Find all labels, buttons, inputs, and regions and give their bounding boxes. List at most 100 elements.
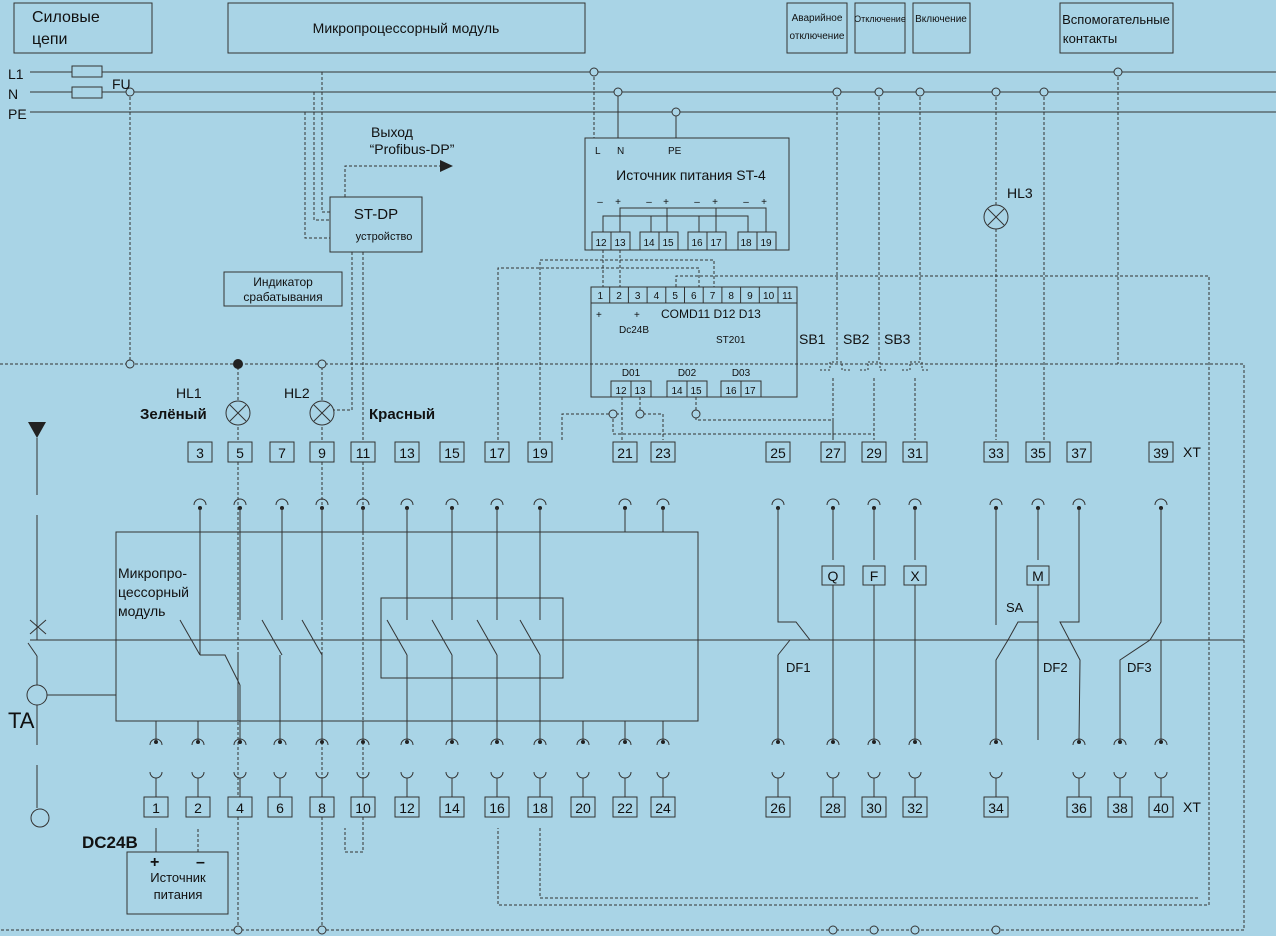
top-terminal-29: 29 xyxy=(866,445,882,461)
module-switch-blade xyxy=(386,619,408,656)
bottom-terminal-32: 32 xyxy=(907,800,923,816)
psu-polarity-0: – xyxy=(597,197,603,208)
bottom-terminal-1: 1 xyxy=(152,800,160,816)
sb3-label: SB3 xyxy=(884,331,911,347)
top-terminal-connector xyxy=(618,498,632,506)
bottom-terminal-connector-bottom xyxy=(233,771,247,779)
top-terminal-box xyxy=(902,441,928,463)
stdp-subtitle: устройство xyxy=(356,231,413,243)
fuse-l1 xyxy=(71,65,103,78)
bottom-terminal-connector-bottom xyxy=(989,771,1003,779)
emergency-header-box xyxy=(786,2,848,54)
stdp-box xyxy=(329,196,423,253)
power-circuits-label-1: Силовые xyxy=(32,9,100,26)
top-terminal-connector xyxy=(490,498,504,506)
top-terminal-connector xyxy=(275,498,289,506)
bottom-terminal-connector-bottom xyxy=(445,771,459,779)
coil-x: X xyxy=(910,568,920,584)
top-terminal-21: 21 xyxy=(617,445,633,461)
stdp-name: ST-DP xyxy=(354,206,398,223)
power-circuits-box xyxy=(13,2,153,54)
aux-label-1: Вспомогательные xyxy=(1062,12,1170,27)
mcu-inner-label-1: Микропро- xyxy=(118,565,187,581)
bottom-terminal-40: 40 xyxy=(1153,800,1169,816)
on-label: Включение xyxy=(915,14,967,25)
st201-out-terminal-16: 16 xyxy=(725,386,737,397)
top-terminal-connector xyxy=(193,498,207,506)
st201-terminal-strip xyxy=(590,286,798,304)
psu-terminal-16: 16 xyxy=(691,238,703,249)
bottom-terminal-6: 6 xyxy=(276,800,284,816)
hl2-label: HL2 xyxy=(284,385,310,401)
st201-out-d02: D02 xyxy=(678,368,697,379)
top-terminal-37: 37 xyxy=(1071,445,1087,461)
top-terminal-box xyxy=(820,441,846,463)
st201-out-terminal-17: 17 xyxy=(744,386,756,397)
top-terminal-connector xyxy=(400,498,414,506)
df1-blade xyxy=(777,639,791,656)
top-terminal-connector xyxy=(356,498,370,506)
bottom-terminal-pin xyxy=(913,740,917,744)
off-label: Отключение xyxy=(854,14,906,24)
on-header-box xyxy=(912,2,971,54)
st201-out-terminal-15: 15 xyxy=(690,386,702,397)
top-terminal-35: 35 xyxy=(1030,445,1046,461)
psu-terminal-19: 19 xyxy=(760,238,772,249)
psu-terminal-15: 15 xyxy=(662,238,674,249)
dc-psu-voltage: DC24B xyxy=(82,833,138,852)
bottom-terminal-pin xyxy=(238,740,242,744)
module-switch-blade xyxy=(200,654,241,686)
bottom-terminal-pin xyxy=(872,740,876,744)
off-header-box xyxy=(854,2,906,54)
bottom-terminal-connector-bottom xyxy=(867,771,881,779)
hl1-label: HL1 xyxy=(176,385,202,401)
indicator-label-2: срабатывания xyxy=(243,290,322,304)
st201-terminal-1: 1 xyxy=(598,291,604,302)
bottom-terminal-26: 26 xyxy=(770,800,786,816)
top-terminal-connector xyxy=(908,498,922,506)
xt-top-label: XT xyxy=(1183,444,1201,460)
bottom-terminal-connector-bottom xyxy=(533,771,547,779)
top-terminal-connector xyxy=(989,498,1003,506)
top-terminal-box xyxy=(612,441,638,463)
psu-polarity-7: + xyxy=(761,197,767,208)
bottom-terminal-connector-bottom xyxy=(400,771,414,779)
bottom-terminal-pin xyxy=(831,740,835,744)
top-terminal-connector xyxy=(771,498,785,506)
st201-out-terminal-13: 13 xyxy=(634,386,646,397)
sb1-label: SB1 xyxy=(799,331,826,347)
bottom-terminal-2: 2 xyxy=(194,800,202,816)
st201-terminal-9: 9 xyxy=(747,291,753,302)
psu-st4-title: Источник питания ST-4 xyxy=(616,167,766,183)
st201-plus-2: + xyxy=(634,310,640,321)
psu-polarity-1: + xyxy=(615,197,621,208)
indicator-label-1: Индикатор xyxy=(253,275,313,289)
top-terminal-19: 19 xyxy=(532,445,548,461)
bottom-terminal-10: 10 xyxy=(355,800,371,816)
bottom-terminal-pin xyxy=(1159,740,1163,744)
profibus-title: Выход xyxy=(371,124,413,140)
sa-label: SA xyxy=(1006,600,1024,615)
top-terminal-connector xyxy=(1154,498,1168,506)
bottom-terminal-connector-bottom xyxy=(490,771,504,779)
bottom-terminal-pin xyxy=(154,740,158,744)
st201-terminal-7: 7 xyxy=(710,291,716,302)
coil-f: F xyxy=(870,568,879,584)
indicator-box xyxy=(223,271,343,307)
st201-terminal-2: 2 xyxy=(616,291,622,302)
hl1-color: Зелёный xyxy=(140,406,207,423)
top-terminal-box xyxy=(394,441,420,463)
module-switch-blade xyxy=(261,619,283,656)
st201-terminal-6: 6 xyxy=(691,291,697,302)
aux-header-box xyxy=(1059,2,1174,54)
psu-polarity-5: + xyxy=(712,197,718,208)
top-terminal-box xyxy=(350,441,376,463)
psu-polarity-2: – xyxy=(646,197,652,208)
psu-polarity-3: + xyxy=(663,197,669,208)
st201-out-d03: D03 xyxy=(732,368,751,379)
top-terminal-box xyxy=(1066,441,1092,463)
psu-input-n: N xyxy=(617,146,624,157)
xt-bottom-label: XT xyxy=(1183,799,1201,815)
